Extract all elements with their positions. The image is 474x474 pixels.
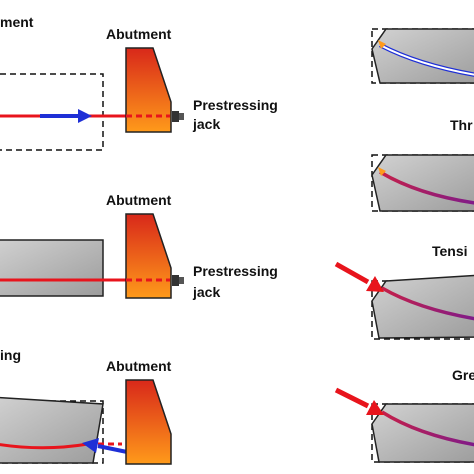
external-force-arrow xyxy=(334,387,370,409)
jack-label-line2: jack xyxy=(192,116,220,132)
tendon xyxy=(381,410,474,447)
left-panel-3: ing Abutment xyxy=(0,347,172,465)
abutment-label: Abutment xyxy=(106,358,172,374)
prestressing-jack-head xyxy=(179,113,184,120)
external-force-arrowhead xyxy=(366,400,384,415)
panel-3-title: ing xyxy=(0,347,21,363)
right-panel-3: Tensi xyxy=(334,243,474,340)
panel-title: Gre xyxy=(452,367,474,383)
panel-title: Tensi xyxy=(432,243,468,259)
formwork-outline xyxy=(0,73,104,151)
panel-1-title: ment xyxy=(0,14,34,30)
prestressing-jack-head xyxy=(179,277,184,284)
right-panel-1 xyxy=(371,28,474,84)
cambered-beam xyxy=(0,396,104,464)
prestressing-jack xyxy=(172,111,179,122)
abutment xyxy=(125,379,172,465)
prestress-force-arrowhead xyxy=(78,109,92,123)
anchor xyxy=(378,167,386,176)
right-panel-2: Thr xyxy=(371,117,474,212)
concrete-beam xyxy=(0,239,104,297)
left-panel-1: ment Abutment Prestressing jack xyxy=(0,14,278,151)
external-force-arrowhead xyxy=(366,276,384,292)
release-force-arrowhead xyxy=(82,438,99,453)
duct-inner xyxy=(379,44,474,76)
abutment-label: Abutment xyxy=(106,192,172,208)
prestressing-jack xyxy=(172,275,179,286)
tendon xyxy=(0,442,89,450)
tendon xyxy=(381,286,474,321)
abutment xyxy=(125,213,172,299)
panel-title: Thr xyxy=(450,117,473,133)
jack-label-line2: jack xyxy=(192,284,220,300)
jack-label-line1: Prestressing xyxy=(193,97,278,113)
anchor xyxy=(378,40,386,49)
right-panel-4: Gre xyxy=(334,367,474,463)
abutment-label: Abutment xyxy=(106,26,172,42)
jack-label-line1: Prestressing xyxy=(193,263,278,279)
concrete-beam xyxy=(371,154,474,212)
concrete-beam xyxy=(371,28,474,84)
external-force-arrow xyxy=(334,261,370,285)
abutment xyxy=(125,47,172,133)
left-panel-2: Abutment Prestressing jack xyxy=(0,192,278,300)
grouted-tendon xyxy=(379,170,474,205)
